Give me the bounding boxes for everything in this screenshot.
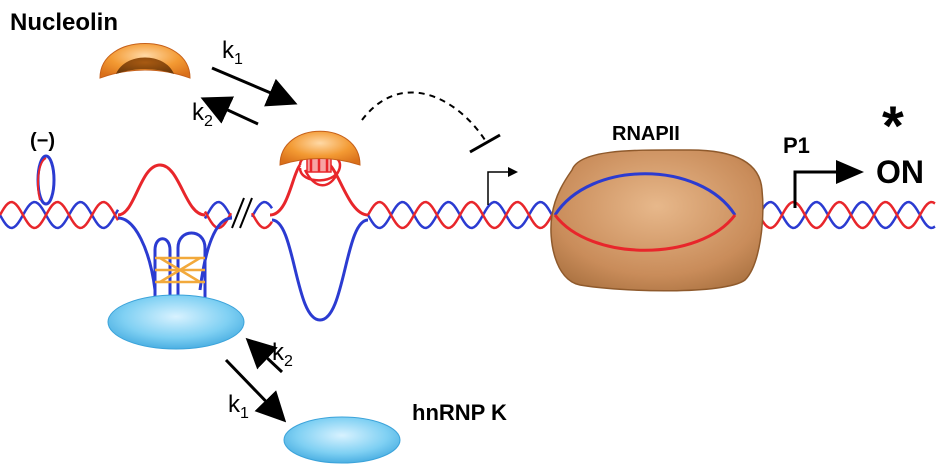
helix-strand-blue: [250, 200, 274, 218]
blue-hairpin: [153, 237, 172, 300]
helix-strand-blue: [366, 200, 556, 230]
helix-strand-blue: [733, 200, 936, 230]
repression-bar: [469, 133, 501, 154]
helix-strand-blue: [203, 200, 233, 220]
promoter-small-arrowhead: [508, 167, 518, 177]
blue-strand-big-dip: [271, 218, 369, 322]
rnapii-blue-strand: [553, 172, 737, 216]
rnapii-red-strand: [553, 214, 737, 252]
p1-label: P1: [783, 133, 810, 158]
supercoil-loop-red: [37, 157, 47, 201]
rnapii-blob: [550, 149, 764, 292]
helix-strand-red: [250, 212, 274, 230]
repression-dashed-line: [361, 91, 486, 141]
p1-arrow-stem: [793, 170, 840, 208]
red-strand-bubble-middle: [269, 163, 369, 217]
arrow-k2-top: [200, 96, 259, 126]
nucleolin-free-cavity: [116, 57, 174, 74]
p1-arrowhead: [836, 160, 864, 184]
red-strand-bubble-left: [117, 163, 206, 217]
helix-strand-red: [0, 200, 120, 230]
nucleolin-label: Nucleolin: [10, 9, 118, 36]
on-label: ON: [876, 154, 924, 190]
break-marks: [231, 197, 253, 229]
blue-strand-left-dip: [117, 216, 157, 291]
helix-strand-blue: [0, 200, 120, 230]
blue-strand-left-rise: [198, 216, 233, 291]
rate-k2-top: k2: [192, 99, 213, 130]
dna-helix: [0, 200, 936, 230]
nucleolin-bound: [279, 130, 361, 166]
hnrnpk-bound: [107, 294, 245, 350]
rate-k1-top: k1: [222, 37, 243, 68]
rate-k1-bottom: k1: [228, 391, 249, 422]
helix-strand-red: [366, 200, 556, 230]
asterisk-mark: *: [882, 94, 904, 157]
arrow-k1-bottom: [224, 358, 287, 423]
quadruplex-rungs: [155, 256, 205, 284]
hnrnpk-free: [283, 416, 401, 464]
hnrnpk-label: hnRNP K: [412, 400, 507, 425]
promoter-small-arrow: [487, 171, 510, 205]
arrow-k2-bottom: [245, 337, 284, 374]
rnapii-label: RNAPII: [612, 123, 680, 145]
rate-k2-bottom: k2: [272, 339, 293, 370]
helix-strand-red: [733, 200, 936, 230]
blue-quadruplex-loop: [176, 231, 207, 300]
arrow-k1-top: [211, 66, 298, 107]
negative-supercoil-label: (−): [30, 130, 55, 152]
